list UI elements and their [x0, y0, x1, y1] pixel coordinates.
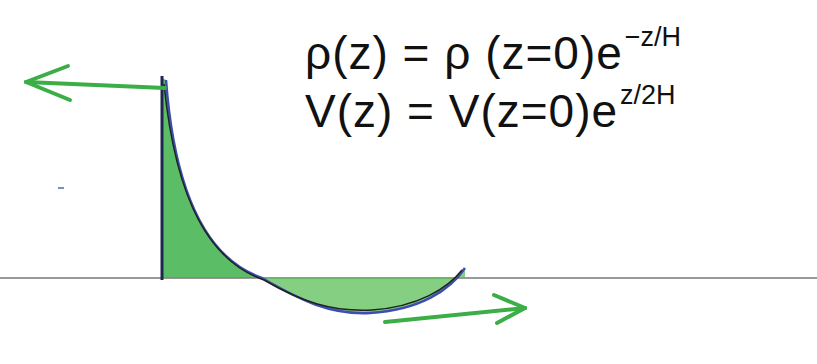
upper-fill [162, 78, 262, 278]
density-exponent: −z/H [625, 24, 681, 51]
density-equation: ρ(z) = ρ (z=0)e [305, 30, 623, 76]
velocity-equation: V(z) = V(z=0)e [305, 88, 618, 134]
pen-mark [58, 187, 64, 189]
vertical-axis [161, 76, 164, 280]
upward-flow-arrow [26, 66, 165, 100]
return-flow-arrow [385, 295, 525, 323]
velocity-exponent: z/2H [620, 82, 676, 109]
lower-fill [262, 268, 465, 313]
